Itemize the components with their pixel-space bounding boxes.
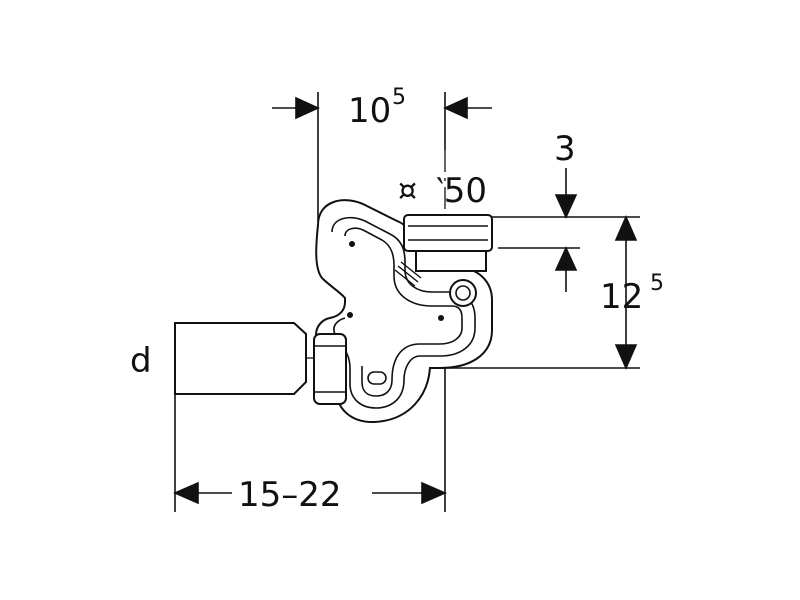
bottom-width-label: 15–22 [238,475,342,515]
siphon-body [174,199,493,424]
height-superscript: 5 [650,271,664,296]
connection-pipe [174,322,307,395]
outlet-neck [415,250,487,272]
trap-inner-channel-2 [344,227,463,397]
outlet-size-label: ‵50 [436,171,487,211]
dimension-arrows [172,96,638,505]
top-width-superscript: 5 [392,85,406,110]
outlet-collar [403,214,493,252]
brand-mark [394,261,422,287]
top-width-label: 10 [348,91,391,131]
top-gap-label: 3 [554,129,576,169]
connection-nut [313,333,347,405]
trap-inner-channel [331,216,476,409]
height-label: 12 [600,277,643,317]
outlet-symbol: ¤ [398,173,417,208]
dimension-labels: 10 5 3 12 5 d 15–22 ¤ ‵50 [130,85,664,515]
pipe-diameter-label: d [130,341,152,381]
